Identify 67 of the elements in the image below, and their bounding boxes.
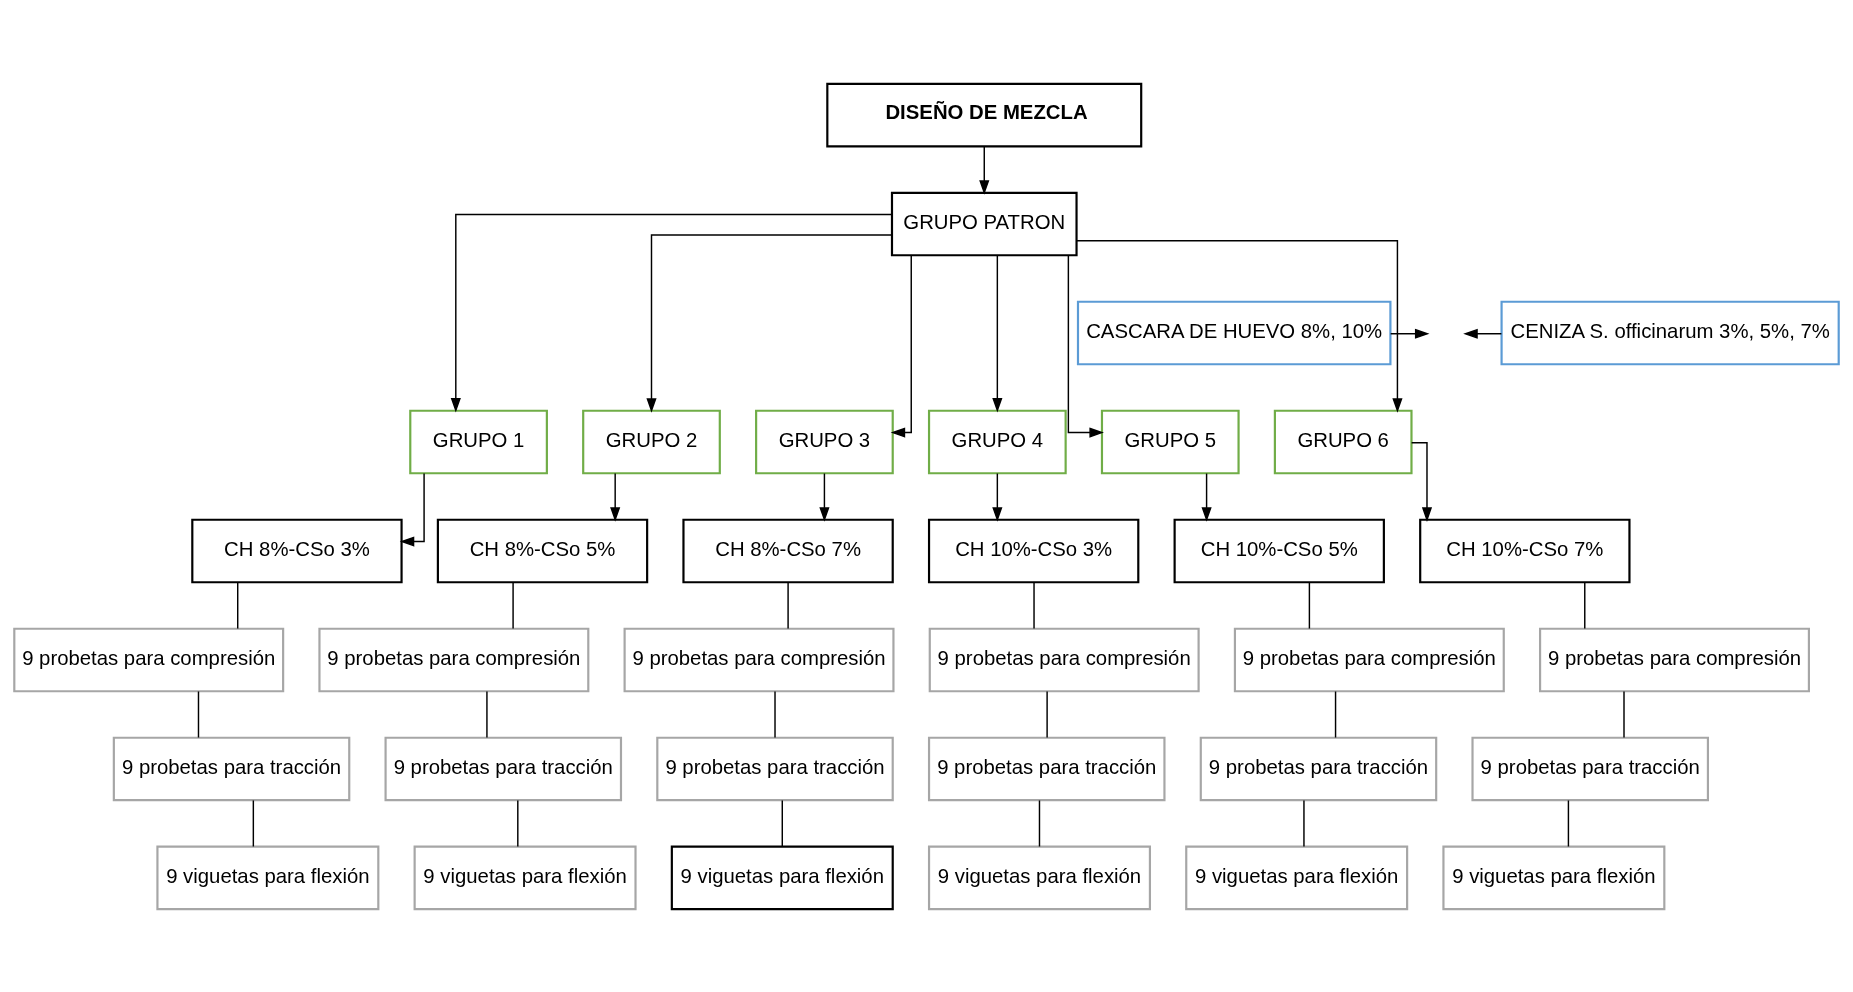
connector	[486, 690, 488, 738]
arrow	[890, 254, 912, 438]
connector	[1567, 799, 1570, 847]
arrow	[992, 254, 1003, 412]
node-box: 9 probetas para tracción	[656, 736, 894, 801]
arrow	[450, 213, 893, 413]
node-box: 9 viguetas para flexión	[670, 845, 894, 910]
connector	[197, 690, 200, 738]
connector	[1334, 690, 1337, 738]
node-box: 9 probetas para tracción	[927, 736, 1166, 801]
node-box: 9 probetas para compresión	[1233, 627, 1505, 692]
connector	[1038, 799, 1041, 847]
node-box: GRUPO 1	[409, 409, 548, 474]
arrow	[979, 145, 990, 195]
connector	[774, 690, 776, 738]
node-box: CENIZA S. officinarum 3%, 5%, 7%	[1500, 300, 1840, 365]
connector	[1308, 581, 1311, 629]
node-box: 9 probetas para compresión	[1539, 627, 1810, 692]
arrow	[1389, 328, 1430, 339]
arrow	[646, 233, 893, 413]
node-box: 9 viguetas para flexión	[156, 845, 380, 910]
arrow	[1410, 441, 1433, 522]
node-box: CASCARA DE HUEVO 8%, 10%	[1076, 300, 1392, 365]
connector	[787, 581, 789, 629]
node-box: DISEÑO DE MEZCLA	[826, 82, 1143, 147]
connector	[512, 581, 514, 629]
arrow	[1067, 254, 1104, 438]
node-box: CH 8%-CSo 3%	[191, 518, 403, 583]
node-box: 9 probetas para tracción	[112, 736, 351, 801]
node-box: 9 probetas para tracción	[1471, 736, 1709, 801]
connector	[1623, 690, 1625, 738]
connector	[1303, 799, 1305, 847]
node-box: 9 viguetas para flexión	[413, 845, 637, 910]
arrow	[610, 472, 621, 522]
node-box: 9 viguetas para flexión	[1442, 845, 1666, 910]
node-box: CH 10%-CSo 5%	[1173, 518, 1385, 583]
node-box: 9 viguetas para flexión	[927, 845, 1151, 910]
node-box: 9 probetas para compresión	[928, 627, 1200, 692]
connector	[252, 799, 255, 847]
node-box: GRUPO 6	[1273, 409, 1413, 474]
connector	[1033, 581, 1035, 629]
arrow	[819, 472, 830, 522]
arrow	[1076, 239, 1403, 413]
arrow	[992, 472, 1003, 522]
node-box: 9 probetas para compresión	[318, 627, 590, 692]
connector	[1584, 581, 1586, 629]
node-box: CH 10%-CSo 7%	[1419, 518, 1631, 583]
node-box: GRUPO 5	[1100, 409, 1240, 474]
node-box: 9 probetas para tracción	[1199, 736, 1438, 801]
node-box: 9 probetas para compresión	[623, 627, 895, 692]
node-box: 9 viguetas para flexión	[1185, 845, 1409, 910]
connector	[237, 581, 239, 629]
node-box: CH 8%-CSo 7%	[682, 518, 894, 583]
connector	[1046, 690, 1048, 738]
node-box: GRUPO 2	[582, 409, 721, 474]
arrow	[1201, 472, 1212, 522]
node-box: GRUPO 4	[927, 409, 1067, 474]
connector	[781, 799, 783, 847]
arrow	[399, 472, 425, 547]
arrow	[1463, 328, 1503, 339]
node-box: GRUPO PATRON	[890, 191, 1078, 256]
node-box: GRUPO 3	[755, 409, 894, 474]
node-box: 9 probetas para compresión	[13, 627, 285, 692]
connector	[517, 799, 519, 847]
node-box: CH 10%-CSo 3%	[927, 518, 1140, 583]
node-box: 9 probetas para tracción	[384, 736, 623, 801]
node-box: CH 8%-CSo 5%	[436, 518, 649, 583]
